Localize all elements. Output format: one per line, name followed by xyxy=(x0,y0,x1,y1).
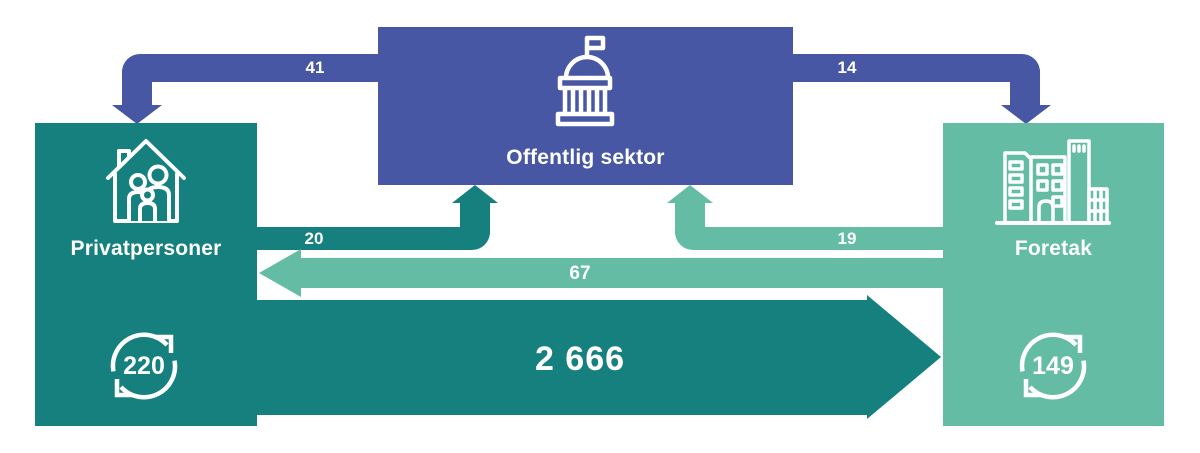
arrowhead-up-icon xyxy=(452,185,498,203)
flow-privat-to-offentlig-band xyxy=(257,227,490,250)
flow-value-19: 19 xyxy=(837,229,857,248)
node-privatpersoner xyxy=(35,123,257,426)
office-buildings-icon xyxy=(995,139,1111,225)
node-label-offentlig-sektor: Offentlig sektor xyxy=(506,146,665,169)
node-label-privatpersoner: Privatpersoner xyxy=(70,237,222,260)
flow-offentlig-to-foretak-band xyxy=(793,54,1040,82)
circular-arrows-icon xyxy=(110,332,178,400)
flow-value-41: 41 xyxy=(305,58,325,77)
flow-foretak-to-offentlig-band xyxy=(675,227,943,250)
cycle-value-privatpersoner: 220 xyxy=(123,351,165,380)
flow-foretak-to-offentlig-shaft xyxy=(675,202,705,234)
circular-arrows-icon xyxy=(1019,332,1087,400)
flow-offentlig-to-privat-shaft xyxy=(122,70,152,106)
flow-offentlig-to-privat-band xyxy=(122,54,378,82)
flow-offentlig-to-foretak-shaft xyxy=(1010,70,1040,106)
flow-value-20: 20 xyxy=(304,229,324,248)
arrowhead-right-icon xyxy=(867,295,941,419)
flow-value-14: 14 xyxy=(837,58,857,77)
flow-foretak-to-privat-band xyxy=(299,258,943,288)
node-label-foretak: Foretak xyxy=(1014,237,1093,260)
flow-privat-to-foretak-band xyxy=(257,300,868,415)
flow-value-2666: 2 666 xyxy=(534,340,626,378)
house-family-icon xyxy=(106,139,186,223)
arrowhead-down-icon xyxy=(112,105,162,124)
cycle-foretak: 149 xyxy=(1009,322,1097,410)
government-building-icon xyxy=(555,35,615,127)
flow-privat-to-offentlig-shaft xyxy=(460,202,490,234)
cycle-value-foretak: 149 xyxy=(1032,351,1074,380)
arrowhead-up-icon xyxy=(667,185,713,203)
flow-value-67: 67 xyxy=(569,263,591,284)
cycle-privatpersoner: 220 xyxy=(100,322,188,410)
arrowhead-left-icon xyxy=(259,249,301,297)
arrowhead-down-icon xyxy=(1001,105,1051,124)
